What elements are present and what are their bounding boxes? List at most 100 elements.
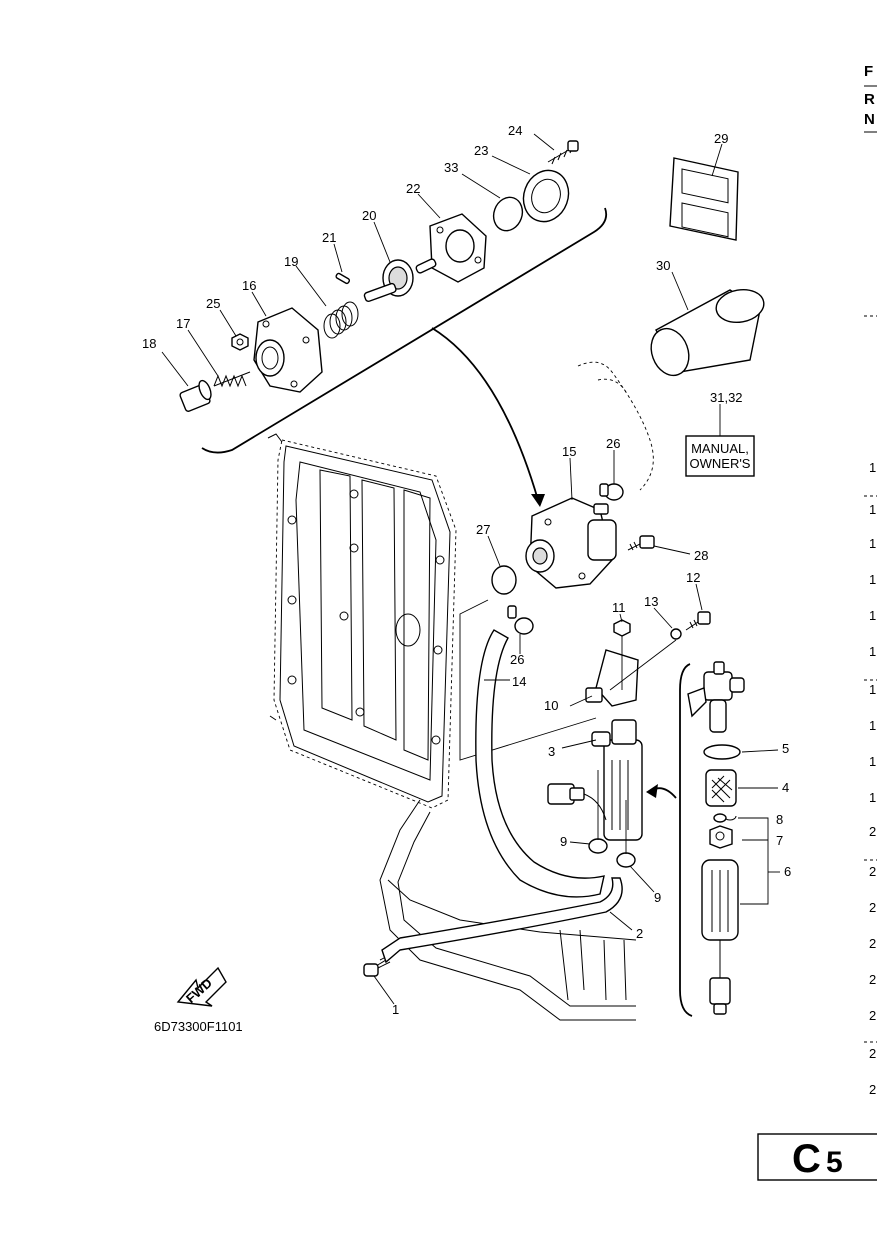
edge-header-3: N xyxy=(864,111,875,128)
callout-4: 4 xyxy=(782,780,789,795)
part-19-spring xyxy=(323,301,359,339)
part-22-pump-cover xyxy=(415,213,487,283)
edge-row-13: 2 xyxy=(869,900,876,915)
part-10-bracket xyxy=(585,649,639,707)
callout-21: 21 xyxy=(322,230,336,245)
part-2-hose xyxy=(381,877,623,964)
part-14-hose xyxy=(475,629,605,898)
callout-8: 8 xyxy=(776,812,783,827)
diagram-code: 6D73300F1101 xyxy=(154,1019,243,1034)
callout-29: 29 xyxy=(714,131,728,146)
part-28-bolt xyxy=(627,535,655,551)
part-24-screw xyxy=(547,140,579,165)
callout-18: 18 xyxy=(142,336,156,351)
callout-3: 3 xyxy=(548,744,555,759)
manual-tag-line1: MANUAL, xyxy=(691,441,749,456)
edge-row-14: 2 xyxy=(869,936,876,951)
fwd-arrow: FWD xyxy=(176,966,227,1007)
callout-5: 5 xyxy=(782,741,789,756)
edge-header-2: R xyxy=(864,91,875,108)
part-27-o-ring xyxy=(491,565,517,595)
edge-row-6: 1 xyxy=(869,644,876,659)
edge-row-4: 1 xyxy=(869,572,876,587)
fuel-hose-upper xyxy=(577,361,654,491)
part-20-diaphragm xyxy=(363,259,414,303)
callout-31-32: 31,32 xyxy=(710,390,743,405)
leader-lines xyxy=(161,133,780,1005)
manual-tag-line2: OWNER'S xyxy=(690,456,751,471)
detail-bracket-upper xyxy=(201,207,608,454)
part-1-screw xyxy=(363,961,391,977)
part-31-32-owners-manual: MANUAL, OWNER'S xyxy=(685,435,755,477)
callout-22: 22 xyxy=(406,181,420,196)
callout-26-lower: 26 xyxy=(510,652,524,667)
detail-arrow-head xyxy=(531,494,545,507)
edge-row-16: 2 xyxy=(869,1008,876,1023)
detail-bracket-right xyxy=(679,663,693,1017)
callout-16: 16 xyxy=(242,278,256,293)
callout-19: 19 xyxy=(284,254,298,269)
part-33-gasket xyxy=(492,196,524,232)
part-11-nut xyxy=(613,619,631,637)
callout-33: 33 xyxy=(444,160,458,175)
callout-9-left: 9 xyxy=(560,834,567,849)
part-13-washer xyxy=(670,628,682,640)
callout-14: 14 xyxy=(512,674,526,689)
callout-11: 11 xyxy=(612,600,626,615)
part-15-fuel-pump xyxy=(525,497,617,589)
callout-24: 24 xyxy=(508,123,522,138)
part-23-cap xyxy=(522,169,570,223)
part-26-clip-lower xyxy=(507,605,534,635)
part-4-filter-element xyxy=(705,769,737,807)
part-9-clip-right xyxy=(616,852,636,868)
callout-20: 20 xyxy=(362,208,376,223)
part-7-nut xyxy=(709,825,733,849)
callout-28: 28 xyxy=(694,548,708,563)
callout-23: 23 xyxy=(474,143,488,158)
edge-row-7: 1 xyxy=(869,682,876,697)
callout-9-right: 9 xyxy=(654,890,661,905)
edge-row-18: 2 xyxy=(869,1082,876,1097)
callout-26-upper: 26 xyxy=(606,436,620,451)
part-9-clip-left xyxy=(588,838,608,854)
edge-header-1: F xyxy=(864,63,873,80)
edge-row-9: 1 xyxy=(869,754,876,769)
callout-6: 6 xyxy=(784,864,791,879)
callout-27: 27 xyxy=(476,522,490,537)
callout-12: 12 xyxy=(686,570,700,585)
callout-17: 17 xyxy=(176,316,190,331)
edge-row-5: 1 xyxy=(869,608,876,623)
callout-1: 1 xyxy=(392,1002,399,1017)
part-5-o-ring xyxy=(703,744,741,760)
part-8-clip xyxy=(713,813,737,823)
part-6-filter-cup xyxy=(701,859,739,1015)
edge-row-12: 2 xyxy=(869,864,876,879)
cylinder-head xyxy=(267,433,457,809)
callout-30: 30 xyxy=(656,258,670,273)
part-25-nut xyxy=(231,333,249,351)
right-edge-table: F R N 1 1 1 1 1 1 1 1 1 1 2 2 2 2 2 2 2 … xyxy=(864,63,877,1097)
callout-13: 13 xyxy=(644,594,658,609)
edge-row-8: 1 xyxy=(869,718,876,733)
callout-15: 15 xyxy=(562,444,576,459)
callout-7: 7 xyxy=(776,833,783,848)
callout-10: 10 xyxy=(544,698,558,713)
part-16-pump-body xyxy=(253,307,323,393)
edge-row-17: 2 xyxy=(869,1046,876,1061)
part-29-label xyxy=(669,157,739,241)
edge-row-15: 2 xyxy=(869,972,876,987)
section-code-number: 5 xyxy=(826,1146,843,1179)
part-21-pin xyxy=(335,272,351,285)
edge-row-2: 1 xyxy=(869,502,876,517)
fuel-separator xyxy=(591,719,643,841)
detail-fuel-filter-head xyxy=(687,661,745,733)
callouts: 18 17 25 16 19 21 20 22 33 23 24 29 30 3… xyxy=(142,123,791,1017)
edge-row-10: 1 xyxy=(869,790,876,805)
part-12-bolt xyxy=(685,611,711,631)
edge-row-3: 1 xyxy=(869,536,876,551)
callout-25: 25 xyxy=(206,296,220,311)
part-30-sleeve xyxy=(650,289,765,377)
detail-arrow-line xyxy=(431,327,539,501)
callout-2: 2 xyxy=(636,926,643,941)
